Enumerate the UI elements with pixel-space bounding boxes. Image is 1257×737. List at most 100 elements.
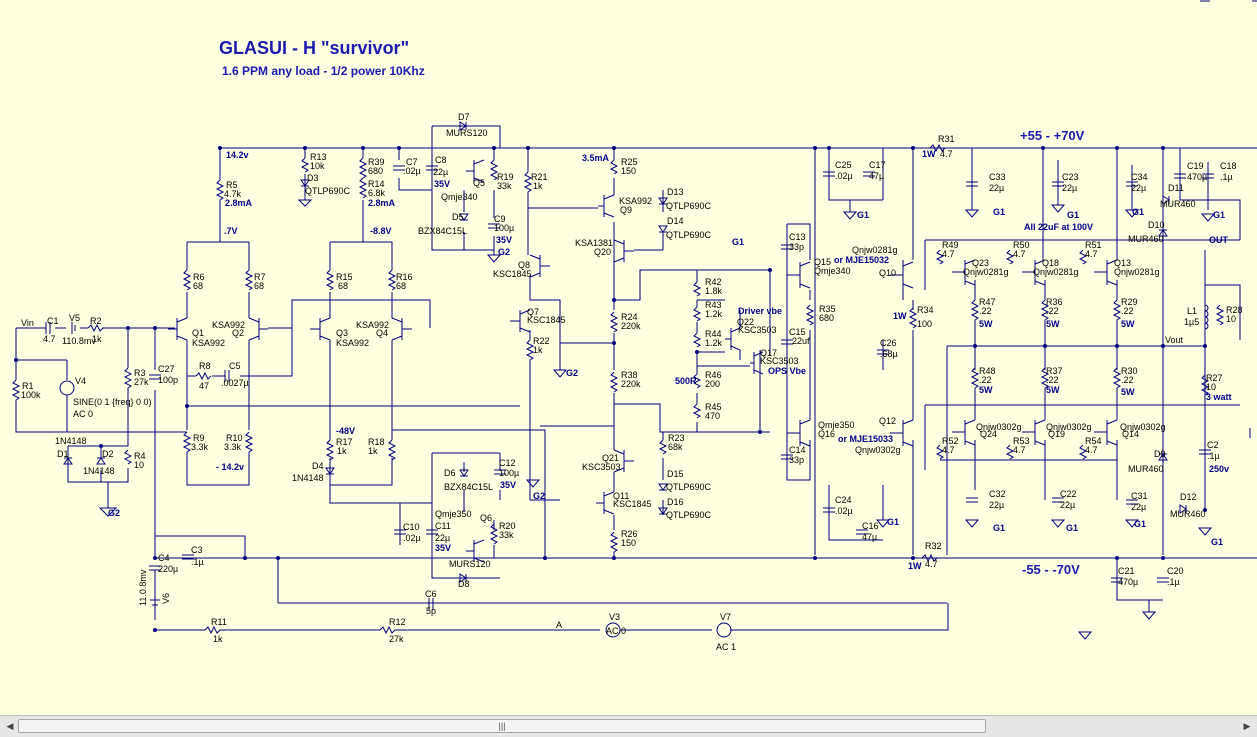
- scroll-left-arrow-icon[interactable]: ◀: [6, 721, 14, 731]
- component-label: C10: [403, 522, 420, 532]
- component-label: D5: [452, 212, 464, 222]
- component-label: or MJE15033: [838, 434, 893, 444]
- component-label: QTLP690C: [305, 186, 351, 196]
- component-label: 150: [621, 538, 636, 548]
- component-label: KSA992: [336, 338, 369, 348]
- component-label: .68µ: [880, 349, 898, 359]
- scroll-right-arrow-icon[interactable]: ▶: [1243, 721, 1251, 731]
- component-label: 100µ: [499, 468, 519, 478]
- component-label: R15: [336, 272, 353, 282]
- component-label: R22: [533, 336, 550, 346]
- scroll-thumb[interactable]: |||: [18, 719, 986, 733]
- component-label: R39: [368, 157, 385, 167]
- component-label: R38: [621, 370, 638, 380]
- transistors: [168, 159, 1118, 563]
- component-label: 33k: [497, 181, 512, 191]
- component-label: AC 1: [716, 642, 736, 652]
- component-label: 1N4148: [292, 473, 324, 483]
- component-label: D2: [102, 449, 114, 459]
- component-label: QTLP690C: [666, 201, 712, 211]
- component-label: Qnjw0302g: [976, 422, 1022, 432]
- component-label: 4.7: [1013, 249, 1026, 259]
- component-label: 35V: [500, 480, 516, 490]
- component-label: R42: [705, 277, 722, 287]
- component-label: G1: [993, 523, 1005, 533]
- component-label: 10: [1226, 314, 1236, 324]
- component-label: R24: [621, 312, 638, 322]
- component-label: D10: [1148, 220, 1165, 230]
- component-label: R44: [705, 329, 722, 339]
- grounds: [98, 199, 1251, 640]
- component-label: R46: [705, 370, 722, 380]
- component-label: D11: [1168, 183, 1184, 193]
- component-label: C26: [880, 338, 897, 348]
- component-label: Q6: [480, 513, 492, 523]
- component-label: R51: [1085, 240, 1102, 250]
- component-label: 1W: [893, 311, 907, 321]
- component-label: Q3: [336, 328, 348, 338]
- component-label: Q15: [814, 257, 831, 267]
- component-label: 68k: [668, 442, 683, 452]
- component-label: R4: [134, 451, 146, 461]
- component-label: R52: [942, 436, 959, 446]
- schematic-subtitle: 1.6 PPM any load - 1/2 power 10Khz: [222, 64, 425, 78]
- component-label: 1.2k: [705, 309, 723, 319]
- component-label: 1W: [922, 149, 936, 159]
- component-label: - 14.2v: [216, 462, 244, 472]
- component-label: R32: [925, 541, 942, 551]
- component-label: KSA992: [619, 196, 652, 206]
- component-label: .02µ: [835, 171, 853, 181]
- component-label: R47: [979, 297, 996, 307]
- component-label: KSC1845: [613, 499, 652, 509]
- component-label: R6: [193, 272, 205, 282]
- component-label: 1µ5: [1184, 317, 1199, 327]
- component-label: -8.8V: [370, 226, 392, 236]
- component-label: 22µ: [1062, 183, 1077, 193]
- component-label: C9: [494, 214, 506, 224]
- component-label: .22: [979, 306, 992, 316]
- component-label: D1: [57, 449, 69, 459]
- component-label: Qmje350: [435, 509, 472, 519]
- component-label: D13: [667, 187, 684, 197]
- component-label: AC 0: [73, 409, 93, 419]
- component-label: Q13: [1114, 258, 1131, 268]
- component-label: Q24: [980, 429, 997, 439]
- component-label: .02µ: [403, 166, 421, 176]
- component-label: KSA992: [192, 338, 225, 348]
- component-label: D9: [1154, 449, 1166, 459]
- component-label: C17: [869, 160, 886, 170]
- component-label: R50: [1013, 240, 1030, 250]
- component-label: D12: [1180, 492, 1197, 502]
- component-label: R8: [199, 361, 211, 371]
- component-label: V7: [720, 612, 731, 622]
- component-label: 250v: [1209, 464, 1229, 474]
- component-label: C22: [1060, 489, 1077, 499]
- component-label: R3: [134, 368, 146, 378]
- component-label: Qmje340: [814, 266, 851, 276]
- component-label: R27: [1206, 373, 1223, 383]
- component-label: R9: [193, 433, 205, 443]
- component-label: All 22uF at 100V: [1024, 222, 1093, 232]
- component-label: .1µ: [1207, 451, 1220, 461]
- component-label: R21: [531, 172, 548, 182]
- component-label: R36: [1046, 297, 1063, 307]
- component-label: 4.7k: [224, 189, 242, 199]
- component-label: R16: [396, 272, 413, 282]
- component-label: Q5: [473, 178, 485, 188]
- component-label: 1k: [337, 446, 347, 456]
- component-label: 5W: [1046, 319, 1060, 329]
- component-label: G2: [533, 491, 545, 501]
- component-label: KSA992: [212, 320, 245, 330]
- component-label: G1: [1134, 519, 1146, 529]
- component-label: 470µ: [1187, 172, 1207, 182]
- horizontal-scrollbar[interactable]: ◀ ||| ▶: [0, 715, 1257, 737]
- component-label: Qnjw0281g: [1033, 267, 1079, 277]
- component-label: Q10: [879, 268, 896, 278]
- component-label: 22µ: [989, 183, 1004, 193]
- schematic-canvas[interactable]: GLASUI - H "survivor" 1.6 PPM any load -…: [0, 0, 1257, 715]
- component-label: 68: [396, 281, 406, 291]
- component-label: 33p: [789, 242, 804, 252]
- component-label: Q22: [737, 317, 754, 327]
- component-label: R7: [254, 272, 266, 282]
